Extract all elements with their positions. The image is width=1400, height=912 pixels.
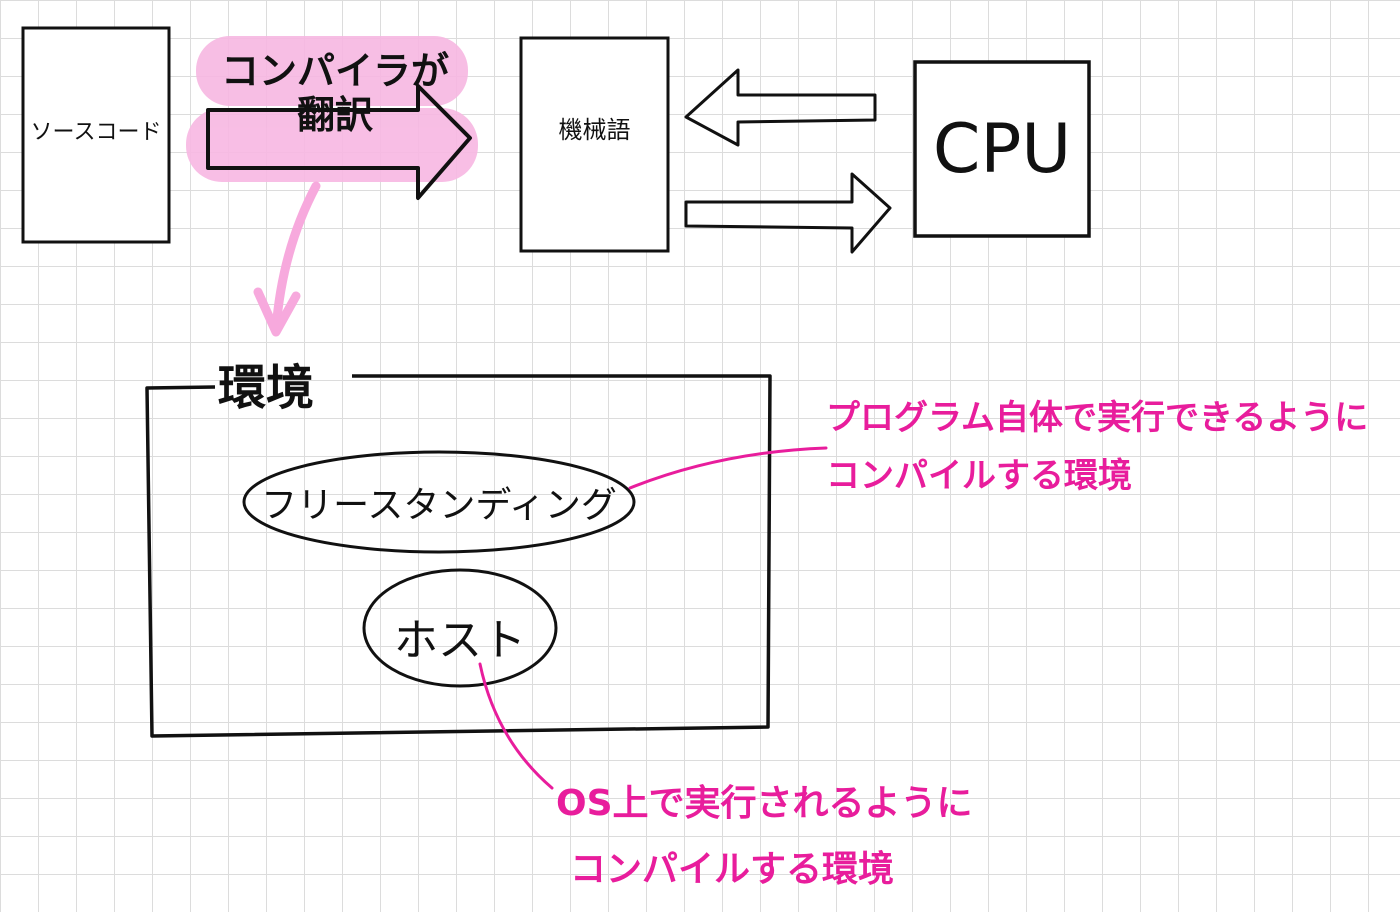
source-code-label: ソースコード [30, 120, 162, 145]
compile-arrow [206, 84, 472, 200]
machine-code-label: 機械語 [558, 116, 631, 144]
host-note-connector [478, 662, 554, 790]
host-note-line1: OS上で実行されるように [556, 783, 973, 824]
compiler-highlight [186, 36, 478, 182]
freestanding-label: フリースタンディング [261, 485, 617, 526]
cpu-label: CPU [932, 110, 1072, 189]
host-note-line2: コンパイルする環境 [570, 849, 895, 890]
compiler-label-line1: コンパイラが [220, 49, 449, 93]
environment-frame [145, 374, 772, 738]
host-ellipse [362, 568, 558, 688]
cpu-box [913, 60, 1091, 238]
environment-title: 環境 [218, 360, 315, 416]
freestanding-note-line2: コンパイルする環境 [826, 456, 1132, 496]
source-code-box [21, 26, 171, 244]
machine-to-cpu-arrow [684, 172, 892, 254]
freestanding-note-connector [628, 446, 828, 490]
compiler-label-line2: 翻訳 [296, 93, 373, 137]
freestanding-note-line1: プログラム自体で実行できるように [826, 398, 1369, 438]
machine-code-box [519, 36, 670, 253]
cpu-to-machine-arrow [684, 68, 877, 147]
host-label: ホスト [394, 615, 526, 666]
compiler-to-environment-arrow [253, 181, 321, 337]
freestanding-ellipse [242, 450, 636, 554]
